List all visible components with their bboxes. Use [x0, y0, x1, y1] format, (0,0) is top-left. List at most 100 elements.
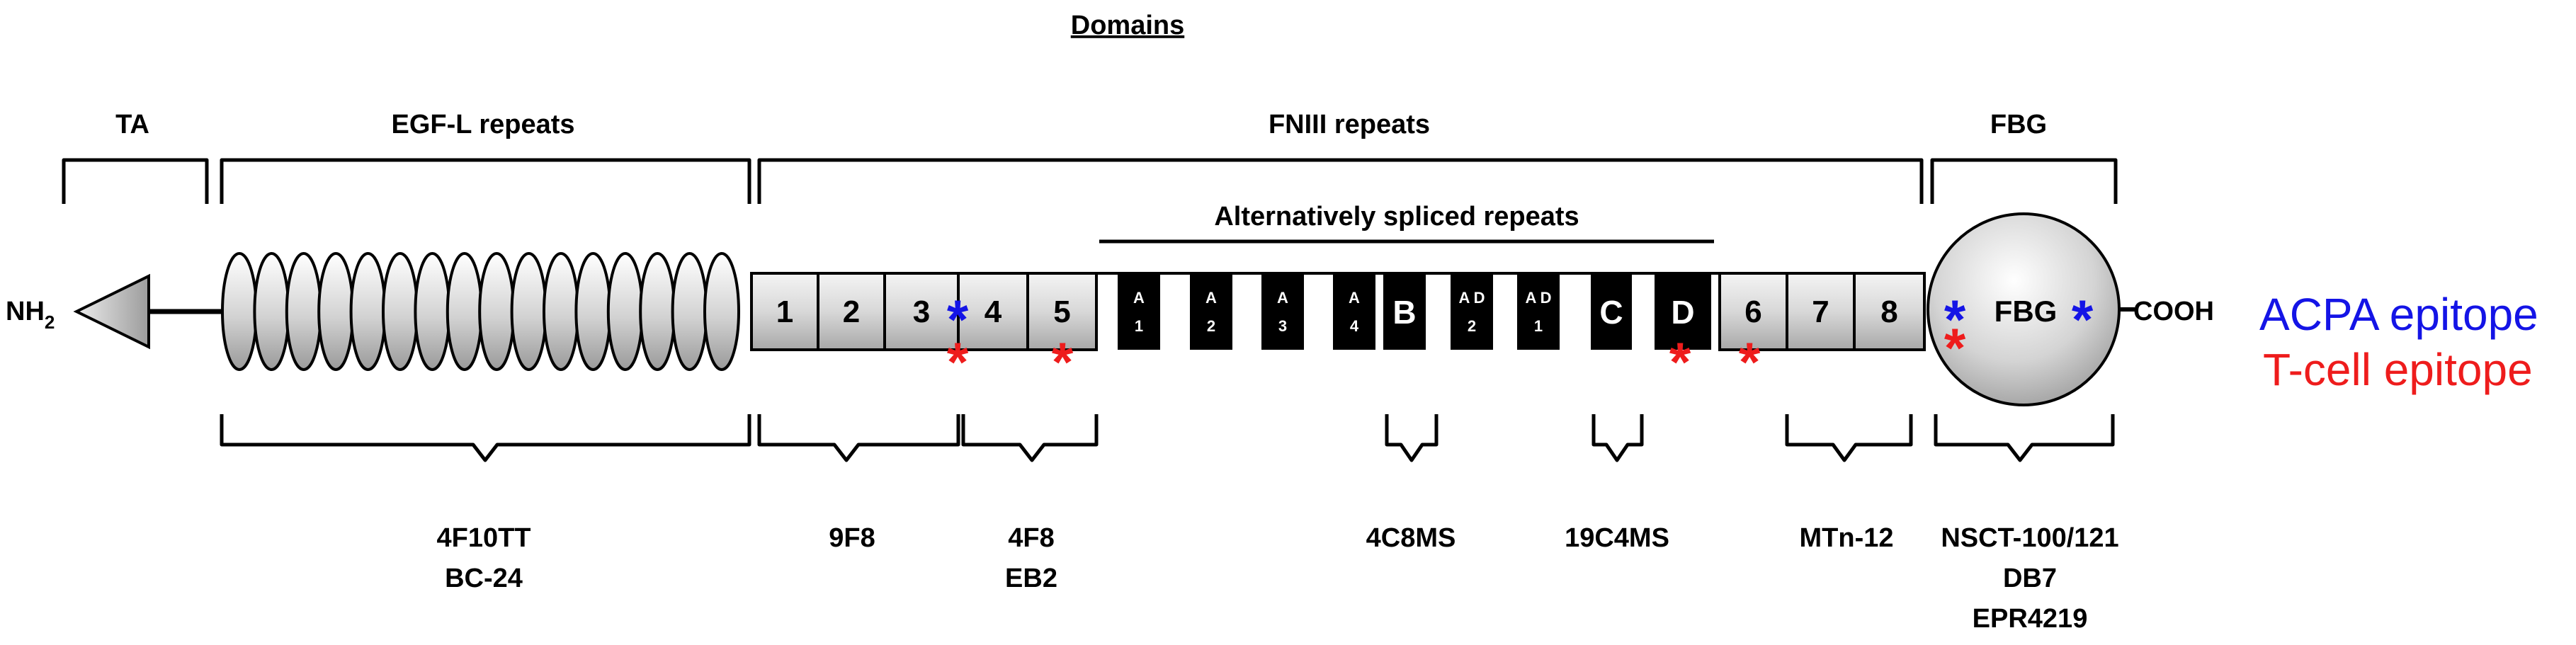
fniii-repeat-label: 8 [1880, 295, 1897, 329]
alt-repeat-label: C [1599, 294, 1623, 331]
label-fbg: FBG [1990, 110, 2047, 139]
alt-repeat-label: A [1277, 289, 1288, 307]
egf-repeat-oval [606, 252, 644, 371]
bracket-b-antibodies [1385, 414, 1439, 462]
fniii-repeat-box [1026, 272, 1098, 351]
alt-repeat-label: A D [1458, 289, 1485, 307]
egf-repeat-oval [639, 252, 676, 371]
alt-repeat-label: A [1205, 289, 1217, 307]
antibody-fbg-2: DB7 [2003, 564, 2057, 593]
fniii-repeat-label: 7 [1812, 295, 1829, 329]
fniii-repeat-box [957, 272, 1029, 351]
acpa-epitope-star: * [2072, 288, 2094, 350]
antibody-r4-5-2: EB2 [1005, 564, 1057, 593]
acpa-epitope-star: * [947, 288, 969, 350]
egf-repeats [221, 252, 740, 371]
alt-repeat-sublabel: 1 [1135, 317, 1143, 335]
fniii-repeat-label: 6 [1744, 295, 1761, 329]
fniii-repeat-box [1786, 272, 1856, 351]
page-title: Domains [1071, 11, 1184, 40]
bracket-egf-antibodies [220, 414, 751, 462]
acpa-epitope-star: * [1944, 288, 1966, 350]
label-egf: EGF-L repeats [391, 110, 574, 139]
alt-repeat-label: B [1392, 294, 1416, 331]
antibody-fbg-3: EPR4219 [1973, 604, 2088, 634]
egf-repeat-oval [317, 252, 355, 371]
alt-repeat-sublabel: 2 [1207, 317, 1215, 335]
bracket-r1-3-antibodies [757, 414, 960, 462]
fniii-repeat-label: 1 [776, 295, 793, 329]
alt-repeat-box [1333, 272, 1375, 350]
alt-repeat-box [1655, 272, 1711, 350]
alt-repeat-label: A D [1525, 289, 1551, 307]
bracket-ta [62, 158, 209, 204]
fniii-repeat-box [1853, 272, 1926, 351]
alt-repeat-box [1451, 272, 1493, 350]
alt-repeat-label: A [1349, 289, 1360, 307]
tcell-epitope-star: * [947, 331, 969, 393]
egf-repeat-oval [671, 252, 708, 371]
label-ta: TA [115, 110, 149, 139]
label-fniii: FNIII repeats [1269, 110, 1430, 139]
alt-repeat-box [1383, 272, 1426, 350]
tcell-epitope-star: * [1739, 331, 1761, 393]
bracket-fniii [757, 158, 1924, 204]
fniii-repeat-label: 2 [843, 295, 860, 329]
fniii-repeat-box [883, 272, 960, 351]
legend-tcell-epitope: T-cell epitope [2263, 344, 2533, 395]
egf-repeat-oval [478, 252, 516, 371]
epitope-markers: ******** [947, 288, 2094, 393]
antibody-r1-3-1: 9F8 [829, 523, 875, 553]
egf-repeat-oval [543, 252, 579, 371]
n-terminus: NH2 [6, 297, 55, 333]
egf-repeat-oval [703, 252, 740, 371]
egf-repeat-oval [510, 252, 547, 371]
egf-repeat-oval [414, 252, 451, 371]
bracket-egf [220, 158, 751, 204]
fniii-repeat-label: 4 [985, 295, 1002, 329]
alt-repeat-label: A [1133, 289, 1145, 307]
alt-repeat-sublabel: 1 [1534, 317, 1543, 335]
fniii-repeats-left: 1 2 3 4 5 [750, 272, 1098, 351]
fniii-repeat-box [1718, 272, 1788, 351]
bracket-c-antibodies [1591, 414, 1644, 462]
label-alt-spliced: Alternatively spliced repeats [1214, 202, 1579, 232]
fbg-domain-label: FBG [1995, 295, 2058, 328]
alt-repeat-box [1190, 272, 1232, 350]
tcell-epitope-star: * [1944, 316, 1966, 379]
egf-repeat-oval [285, 252, 322, 371]
legend-acpa-epitope: ACPA epitope [2259, 289, 2538, 340]
ta-triangle [73, 273, 150, 350]
alt-repeat-box [1591, 272, 1632, 350]
alt-repeat-sublabel: 3 [1278, 317, 1287, 335]
fniii-repeat-label: 3 [913, 295, 930, 329]
antibody-r6-8-1: MTn-12 [1800, 523, 1894, 553]
egf-repeat-oval [253, 252, 290, 371]
bracket-r6-8-antibodies [1785, 414, 1913, 462]
alt-repeat-label: D [1671, 294, 1694, 331]
fniii-repeats-right: 6 7 8 [1718, 272, 1926, 351]
bracket-r4-5-antibodies [961, 414, 1099, 462]
tcell-epitope-star: * [1669, 331, 1691, 393]
alt-repeat-box [1261, 272, 1304, 350]
egf-repeat-oval [446, 252, 483, 371]
antibody-c-1: 19C4MS [1565, 523, 1669, 553]
tcell-epitope-star: * [1052, 331, 1074, 393]
bracket-fbg [1930, 158, 2118, 204]
antibody-egf-1: 4F10TT [436, 523, 530, 553]
egf-repeat-oval [349, 252, 387, 371]
antibody-b-1: 4C8MS [1366, 523, 1456, 553]
fniii-repeat-label: 5 [1053, 295, 1070, 329]
egf-repeat-oval [221, 252, 258, 371]
egf-repeat-oval [574, 252, 612, 371]
antibody-fbg-1: NSCT-100/121 [1941, 523, 2118, 553]
egf-repeat-oval [382, 252, 419, 371]
alt-repeat-box [1118, 272, 1160, 350]
c-terminus: COOH [2133, 297, 2214, 326]
bracket-fbg-antibodies [1934, 414, 2115, 462]
alt-repeat-sublabel: 4 [1350, 317, 1359, 335]
alt-repeat-box [1517, 272, 1560, 350]
antibody-r4-5-1: 4F8 [1008, 523, 1054, 553]
